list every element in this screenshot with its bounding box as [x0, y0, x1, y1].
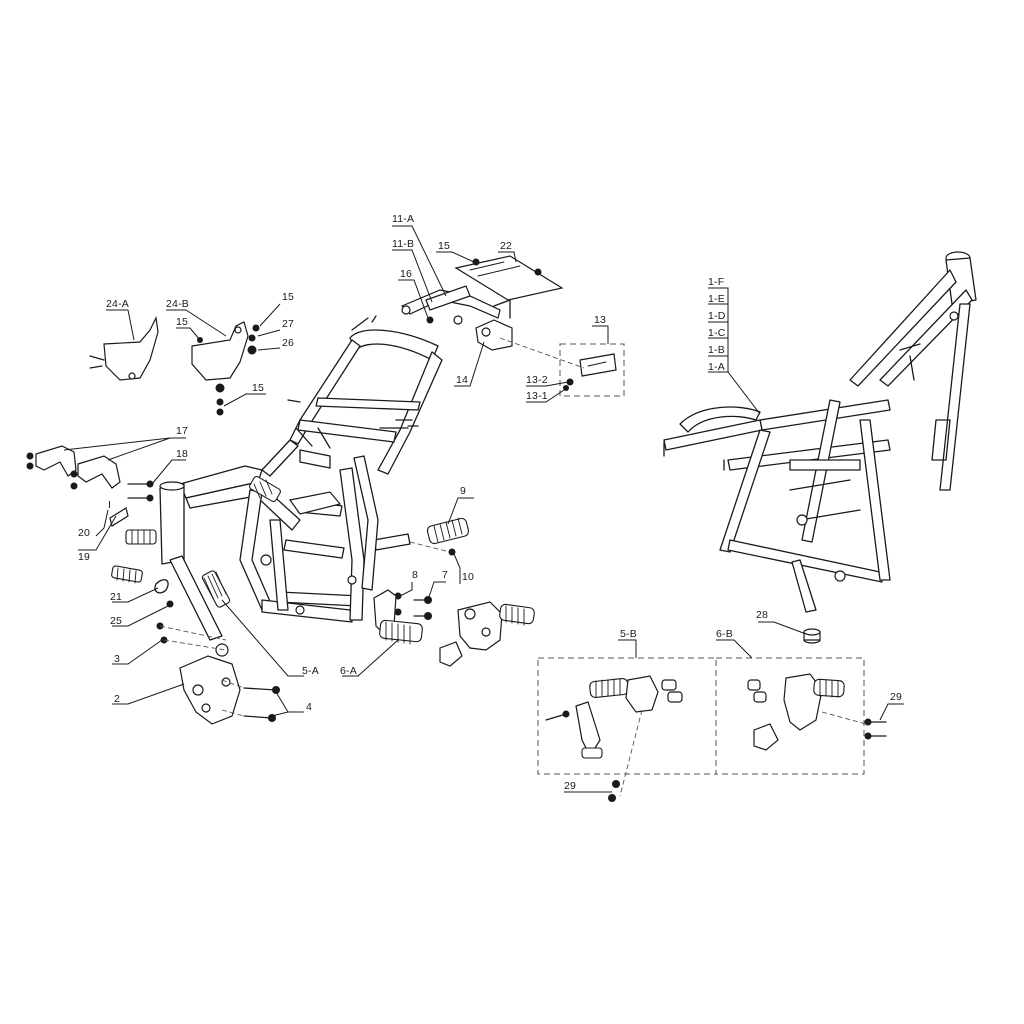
callout-14: 14	[456, 374, 468, 386]
callout-1-b: 1-B	[708, 344, 725, 356]
front-footrest	[111, 529, 157, 584]
callout-15-right: 15	[282, 291, 294, 303]
callout-5-a: 5-A	[302, 665, 319, 677]
callout-2: 2	[114, 693, 120, 705]
callout-25: 25	[110, 615, 122, 627]
callout-13-1: 13-1	[526, 390, 548, 402]
callout-22: 22	[500, 240, 512, 252]
part-28-bushing	[803, 628, 821, 644]
part-4-bolts	[221, 679, 280, 722]
callout-10: 10	[462, 571, 474, 583]
callout-3: 3	[114, 653, 120, 665]
part-9-footrest	[409, 517, 470, 556]
callout-21: 21	[110, 591, 122, 603]
part-2-engine-mount	[179, 655, 241, 725]
part-11-bracket	[400, 285, 501, 325]
callout-15-left: 15	[176, 316, 188, 328]
part-22-plate	[454, 255, 564, 301]
callout-15-top: 15	[438, 240, 450, 252]
callout-26: 26	[282, 337, 294, 349]
callout-24-b: 24-B	[166, 298, 189, 310]
callout-11-a: 11-A	[392, 213, 414, 225]
part-6b-box	[715, 657, 865, 775]
part-6b-footrest-assembly	[747, 673, 887, 751]
part-5b-pedal-assembly	[545, 675, 683, 802]
callout-1-e: 1-E	[708, 293, 725, 305]
callout-1-c: 1-C	[708, 327, 726, 339]
callout-17: 17	[176, 425, 188, 437]
callout-18: 18	[176, 448, 188, 460]
callout-19: 19	[78, 551, 90, 563]
rear-footrest-assembly	[439, 601, 535, 667]
callout-29-bottom: 29	[564, 780, 576, 792]
callout-15-lower: 15	[252, 382, 264, 394]
callout-labels: 11-A 11-B 15 22 16 13 14 13-2 13-1 24-A …	[78, 213, 902, 792]
frame-spring-left	[201, 570, 231, 608]
part-24a-bracket	[89, 316, 159, 381]
frame-spring-right	[249, 475, 281, 503]
main-frame-assembly	[111, 315, 443, 657]
callout-11-b: 11-B	[392, 238, 414, 250]
callout-7: 7	[442, 569, 448, 581]
assembled-frame	[663, 251, 977, 613]
callout-6-a: 6-A	[340, 665, 357, 677]
part-13-box	[559, 343, 625, 397]
callout-8: 8	[412, 569, 418, 581]
leader-lines	[63, 225, 904, 793]
callout-9: 9	[460, 485, 466, 497]
callout-24-a: 24-A	[106, 298, 129, 310]
callout-6-b: 6-B	[716, 628, 733, 640]
callout-29-right: 29	[890, 691, 902, 703]
callout-1-d: 1-D	[708, 310, 726, 322]
callout-13: 13	[594, 314, 606, 326]
callout-1-f: 1-F	[708, 276, 724, 288]
part-14-bracket	[475, 299, 513, 351]
callout-16: 16	[400, 268, 412, 280]
part-19	[109, 507, 129, 527]
callout-4: 4	[306, 701, 312, 713]
part-6a-footrest-bracket	[373, 589, 423, 645]
callout-28: 28	[756, 609, 768, 621]
callout-13-2: 13-2	[526, 374, 548, 386]
part-17-brackets	[26, 445, 121, 490]
part-24b-bracket	[191, 321, 249, 416]
callout-27: 27	[282, 318, 294, 330]
callout-i: I	[108, 499, 111, 511]
part-13-reflector	[579, 353, 617, 377]
callout-1-a: 1-A	[708, 361, 725, 373]
callout-20: 20	[78, 527, 90, 539]
callout-5-b: 5-B	[620, 628, 637, 640]
part-21	[154, 579, 169, 594]
